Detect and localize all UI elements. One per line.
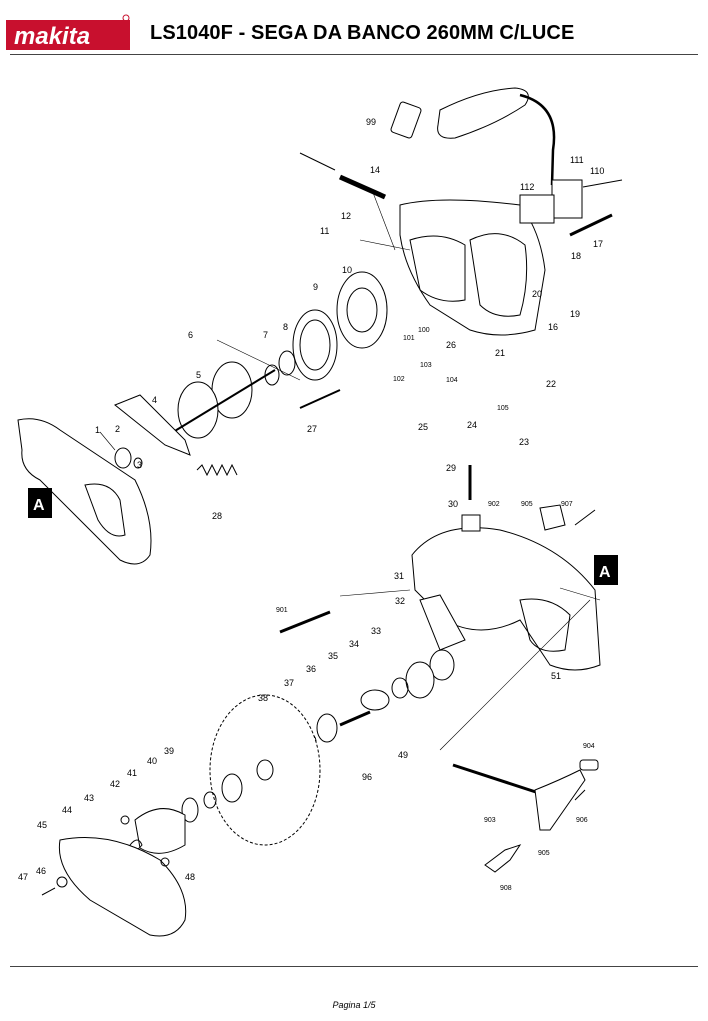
- part-label: 38: [258, 693, 268, 703]
- part-label: 43: [84, 793, 94, 803]
- part-label: 27: [307, 424, 317, 434]
- part-label: 20: [532, 289, 542, 299]
- part-label: 47: [18, 872, 28, 882]
- part-label: 901: [276, 607, 288, 614]
- part-label: 39: [164, 746, 174, 756]
- part-label: 5: [196, 370, 201, 380]
- part-label: 105: [497, 405, 509, 412]
- part-label: 101: [403, 335, 415, 342]
- part-label: 22: [546, 379, 556, 389]
- part-label: 42: [110, 779, 120, 789]
- part-label: 49: [398, 750, 408, 760]
- header-rule: [10, 54, 698, 55]
- footer-rule: [10, 966, 698, 967]
- part-label: 44: [62, 805, 72, 815]
- part-label: 37: [284, 678, 294, 688]
- part-label: 8: [283, 322, 288, 332]
- part-label: 907: [561, 501, 573, 508]
- part-label: 4: [152, 395, 157, 405]
- part-label: 36: [306, 664, 316, 674]
- part-label: 51: [551, 671, 561, 681]
- part-label: 40: [147, 756, 157, 766]
- part-label: 3: [137, 460, 142, 470]
- part-label: 17: [593, 239, 603, 249]
- part-label: 6: [188, 330, 193, 340]
- part-label: 35: [328, 651, 338, 661]
- page-number: Pagina 1/5: [332, 1000, 376, 1010]
- reference-mark-left: A: [28, 488, 52, 518]
- part-label: 102: [393, 376, 405, 383]
- part-label: 902: [488, 501, 500, 508]
- part-label: 30: [448, 499, 458, 509]
- part-label: 31: [394, 571, 404, 581]
- part-label: 23: [519, 437, 529, 447]
- brand-wordmark: makita: [14, 23, 90, 50]
- part-label: 19: [570, 309, 580, 319]
- part-label: 100: [418, 327, 430, 334]
- makita-logo: makita: [6, 14, 130, 50]
- part-label: 14: [370, 165, 380, 175]
- part-label: 25: [418, 422, 428, 432]
- part-label: 33: [371, 626, 381, 636]
- part-label: 46: [36, 866, 46, 876]
- part-label: 2: [115, 424, 120, 434]
- part-label: 905: [521, 501, 533, 508]
- page-title: LS1040F - SEGA DA BANCO 260MM C/LUCE: [150, 22, 575, 44]
- part-label: 34: [349, 639, 359, 649]
- part-label: 906: [576, 817, 588, 824]
- part-label: 905: [538, 850, 550, 857]
- part-label: 96: [362, 772, 372, 782]
- part-label: 1: [95, 425, 100, 435]
- part-label: 110: [590, 166, 604, 176]
- part-label: 908: [500, 885, 512, 892]
- part-label: 904: [583, 743, 595, 750]
- part-label: 99: [366, 117, 376, 127]
- part-label: 32: [395, 596, 405, 606]
- reference-mark-label: A: [599, 564, 611, 581]
- part-label: 12: [341, 211, 351, 221]
- part-label: 11: [320, 226, 329, 236]
- part-label: 21: [495, 348, 505, 358]
- part-label: 16: [548, 322, 558, 332]
- part-label: 48: [185, 872, 195, 882]
- part-label: 111: [570, 155, 584, 165]
- part-label: 18: [571, 251, 581, 261]
- part-label: 7: [263, 330, 268, 340]
- part-label: 10: [342, 265, 352, 275]
- part-label: 29: [446, 463, 456, 473]
- part-label: 41: [127, 768, 137, 778]
- part-label: 104: [446, 377, 458, 384]
- part-label: 26: [446, 340, 456, 350]
- part-label: 112: [520, 182, 534, 192]
- part-label: 103: [420, 362, 432, 369]
- part-labels: 99 14 111 110 112 12 11 17 18 10 20 19 9…: [18, 117, 604, 892]
- part-label: 9: [313, 282, 318, 292]
- part-label: 28: [212, 511, 222, 521]
- part-label: 45: [37, 820, 47, 830]
- part-label: 24: [467, 420, 477, 430]
- reference-mark-right: A: [594, 555, 618, 585]
- part-label: 903: [484, 817, 496, 824]
- reference-mark-label: A: [33, 497, 45, 514]
